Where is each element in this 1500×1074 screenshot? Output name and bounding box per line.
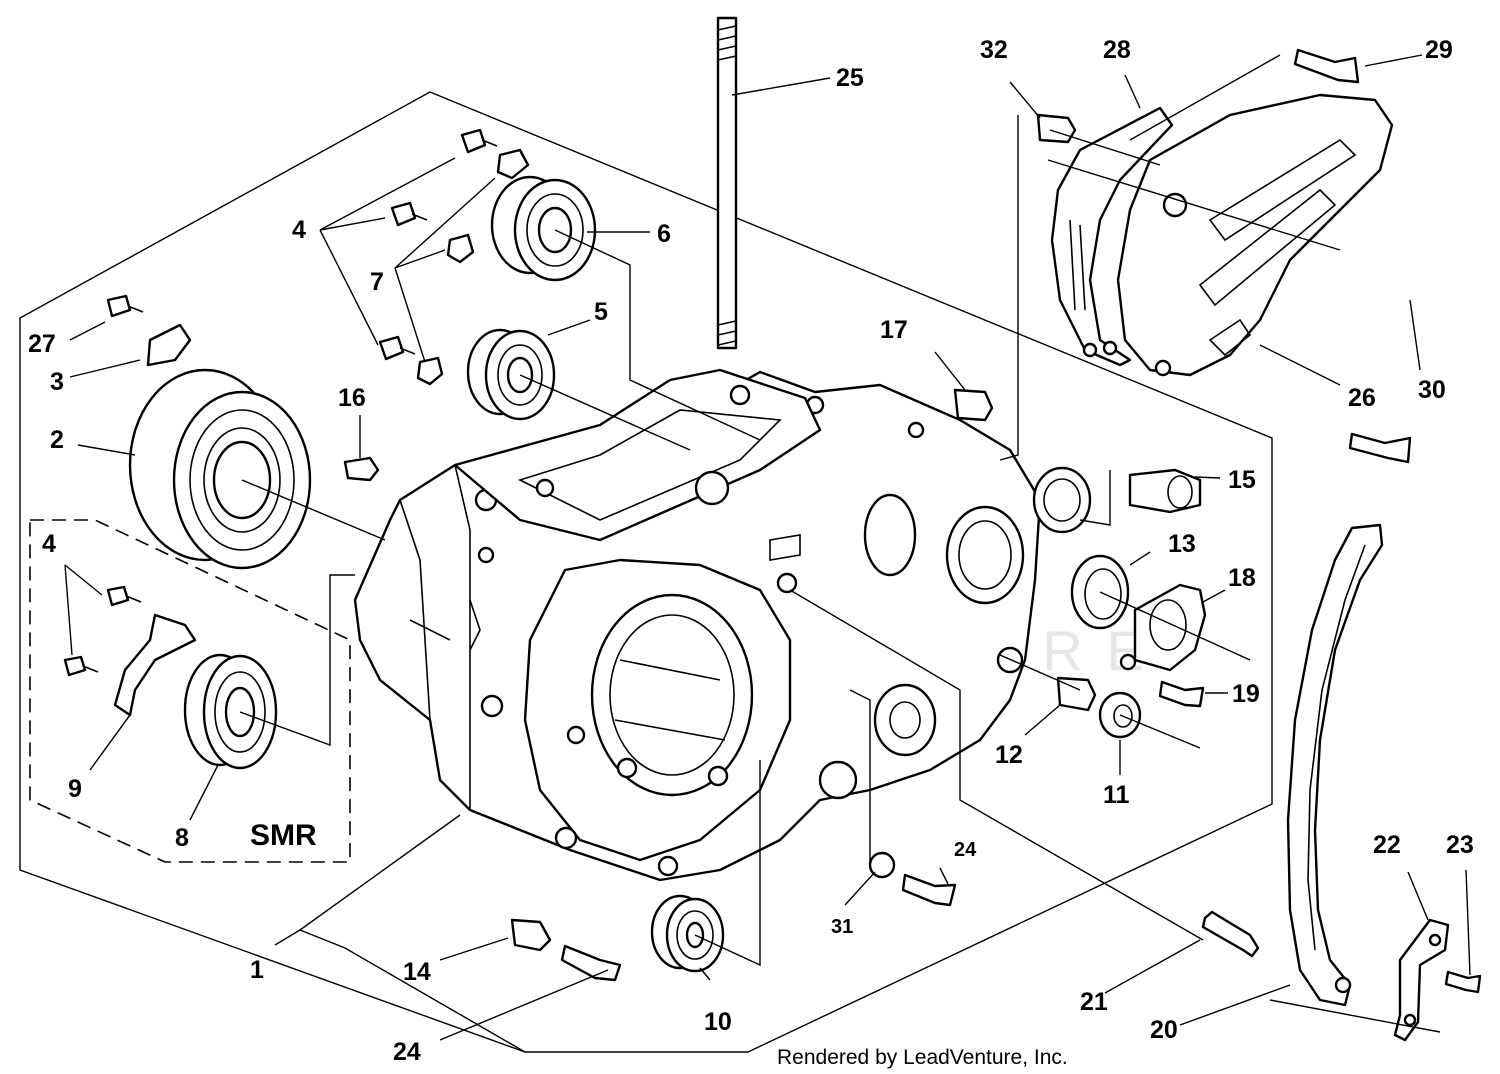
crankcase-half bbox=[353, 368, 1092, 882]
callout-3: 3 bbox=[50, 368, 64, 396]
callout-14: 14 bbox=[403, 958, 431, 986]
cover-plate-28 bbox=[1050, 106, 1174, 367]
callout-27: 27 bbox=[28, 330, 56, 358]
callout-24-right: 24 bbox=[954, 839, 977, 861]
callout-13: 13 bbox=[1168, 530, 1196, 558]
callout-2: 2 bbox=[50, 426, 64, 454]
leader-lines bbox=[64, 54, 1471, 1053]
callout-26: 26 bbox=[1348, 384, 1376, 412]
bearing-8 bbox=[183, 653, 278, 770]
callout-5: 5 bbox=[594, 298, 608, 326]
smr-group-box bbox=[29, 519, 351, 863]
smr-label: SMR bbox=[250, 819, 317, 852]
callout-16: 16 bbox=[338, 384, 366, 412]
seal-18 bbox=[1119, 583, 1207, 672]
dowel-15 bbox=[1128, 468, 1202, 514]
callout-1: 1 bbox=[250, 956, 264, 984]
credit-text: Rendered by LeadVenture, Inc. bbox=[777, 1046, 1068, 1069]
callout-21: 21 bbox=[1080, 988, 1108, 1016]
callout-17: 17 bbox=[880, 316, 908, 344]
chain-guide-20 bbox=[1286, 523, 1384, 1007]
callout-32: 32 bbox=[980, 36, 1008, 64]
callout-7: 7 bbox=[370, 268, 384, 296]
bearing-6 bbox=[490, 175, 597, 282]
sprocket-cover-26 bbox=[1116, 93, 1394, 377]
callout-31: 31 bbox=[831, 916, 853, 938]
sleeve-12 bbox=[1056, 676, 1097, 712]
callout-4-smr: 4 bbox=[42, 530, 56, 558]
callout-6: 6 bbox=[657, 220, 671, 248]
bearing-10 bbox=[650, 894, 725, 973]
callout-29: 29 bbox=[1425, 36, 1453, 64]
callout-23: 23 bbox=[1446, 831, 1474, 859]
callout-8: 8 bbox=[175, 824, 189, 852]
callout-4-top: 4 bbox=[292, 216, 306, 244]
callout-22: 22 bbox=[1373, 831, 1401, 859]
screws bbox=[63, 48, 1482, 994]
callout-24-bottom: 24 bbox=[393, 1038, 421, 1066]
callout-12: 12 bbox=[995, 741, 1023, 769]
callout-18: 18 bbox=[1228, 564, 1256, 592]
dowel-17 bbox=[953, 388, 994, 422]
callout-20: 20 bbox=[1150, 1016, 1178, 1044]
callout-19: 19 bbox=[1232, 680, 1260, 708]
pin-21 bbox=[1201, 910, 1260, 958]
bracket-22 bbox=[1393, 918, 1450, 1042]
callout-30: 30 bbox=[1418, 376, 1446, 404]
dowel-16 bbox=[343, 456, 380, 482]
callout-25: 25 bbox=[836, 64, 864, 92]
bearing-5 bbox=[466, 328, 556, 421]
callout-15: 15 bbox=[1228, 466, 1256, 494]
dowel-32 bbox=[1036, 113, 1077, 144]
bearing-2 bbox=[128, 368, 312, 570]
callout-11: 11 bbox=[1103, 781, 1130, 809]
lock-plates bbox=[113, 148, 530, 717]
assembly-outline bbox=[19, 91, 1273, 1053]
callout-labels: 1 2 3 4 4 5 6 7 8 9 10 11 12 13 14 15 16… bbox=[28, 36, 1474, 1066]
stud-25 bbox=[716, 16, 738, 350]
callout-9: 9 bbox=[68, 775, 82, 803]
callout-10: 10 bbox=[704, 1008, 732, 1036]
callout-28: 28 bbox=[1103, 36, 1131, 64]
